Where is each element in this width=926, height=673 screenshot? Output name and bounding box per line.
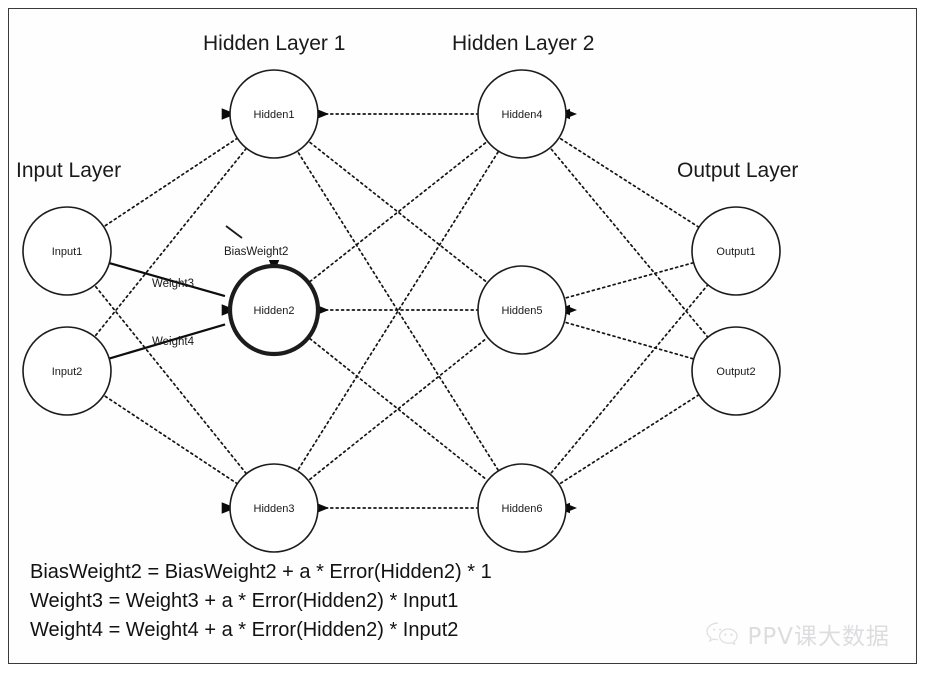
edge-label-weight-3: Weight3: [152, 278, 194, 290]
node-hidden1[interactable]: Hidden1: [229, 69, 319, 159]
edge-hidden1-to-hidden5: [309, 141, 488, 283]
node-hidden5[interactable]: Hidden5: [477, 265, 567, 355]
formula-line-1: BiasWeight2 = BiasWeight2 + a * Error(Hi…: [30, 561, 492, 583]
edge-hidden2-to-hidden4: [309, 141, 488, 283]
dotted-edges-group: [95, 113, 709, 509]
image-frame: [8, 8, 917, 664]
formulas-group: BiasWeight2 = BiasWeight2 + a * Error(Hi…: [30, 561, 492, 641]
edge-hidden6-to-output2: [559, 394, 699, 485]
layer-title-hidden-layer-1: Hidden Layer 1: [203, 32, 345, 55]
node-circle-input2: [22, 326, 112, 416]
node-output2[interactable]: Output2: [691, 326, 781, 416]
edge-hidden4-to-output2: [550, 148, 709, 338]
node-hidden4[interactable]: Hidden4: [477, 69, 567, 159]
edge-input2-to-hidden1: [95, 148, 247, 337]
node-label-input2: Input2: [52, 366, 83, 378]
formula-line-3: Weight4 = Weight4 + a * Error(Hidden2) *…: [30, 619, 458, 641]
edge-label-weight-4: Weight4: [152, 336, 195, 348]
node-input1[interactable]: Input1: [22, 206, 112, 296]
node-label-hidden2: Hidden2: [254, 305, 295, 317]
edge-hidden4-to-output1: [559, 137, 699, 228]
weight-edge-input2-to-hidden2: [108, 323, 226, 360]
layer-title-output-layer: Output Layer: [677, 159, 798, 182]
node-circle-output1: [691, 206, 781, 296]
node-circle-output2: [691, 326, 781, 416]
formula-line-2: Weight3 = Weight3 + a * Error(Hidden2) *…: [30, 590, 458, 612]
node-hidden3[interactable]: Hidden3: [229, 463, 319, 553]
node-input2[interactable]: Input2: [22, 326, 112, 416]
node-circle-hidden2: [227, 263, 321, 357]
node-label-hidden4: Hidden4: [502, 109, 543, 121]
edge-label-bias-weight-2: BiasWeight2: [224, 246, 288, 258]
solid-weight-edges-group: [108, 262, 226, 360]
node-hidden6[interactable]: Hidden6: [477, 463, 567, 553]
node-circle-hidden1: [229, 69, 319, 159]
node-label-hidden1: Hidden1: [254, 109, 295, 121]
node-circle-hidden6: [477, 463, 567, 553]
arrowhead-into-hidden1: [221, 108, 236, 120]
edge-hidden5-to-output2: [565, 321, 694, 360]
node-output1[interactable]: Output1: [691, 206, 781, 296]
wechat-speech-bubble-icon: [705, 622, 738, 645]
node-circle-hidden4: [477, 69, 567, 159]
watermark: PPV课大数据: [705, 617, 890, 651]
layer-title-hidden-layer-2: Hidden Layer 2: [452, 32, 594, 55]
node-label-input1: Input1: [52, 246, 83, 258]
edge-hidden3-to-hidden5: [309, 337, 488, 481]
node-circle-hidden3: [229, 463, 319, 553]
weight-edge-input1-to-hidden2: [109, 262, 226, 298]
edge-input2-to-hidden3: [104, 395, 238, 485]
node-circle-input1: [22, 206, 112, 296]
arrowhead-into-hidden3: [221, 502, 236, 514]
edge-input1-to-hidden3: [95, 285, 247, 474]
node-label-output1: Output1: [716, 246, 755, 258]
watermark-text: PPV课大数据: [747, 624, 890, 650]
node-label-hidden6: Hidden6: [502, 503, 543, 515]
node-hidden2[interactable]: Hidden2: [227, 263, 321, 357]
node-label-hidden5: Hidden5: [502, 305, 543, 317]
layer-titles-group: Input Layer Hidden Layer 1 Hidden Layer 2 O…: [16, 32, 798, 182]
node-label-output2: Output2: [716, 366, 755, 378]
edge-hidden5-to-output1: [565, 262, 694, 299]
layer-title-input-layer: Input Layer: [16, 159, 121, 182]
node-circle-hidden5: [477, 265, 567, 355]
edge-input1-to-hidden1: [104, 137, 238, 227]
bias-tick-mark: [225, 225, 243, 239]
edge-hidden6-to-output1: [550, 284, 709, 474]
node-label-hidden3: Hidden3: [254, 503, 295, 515]
